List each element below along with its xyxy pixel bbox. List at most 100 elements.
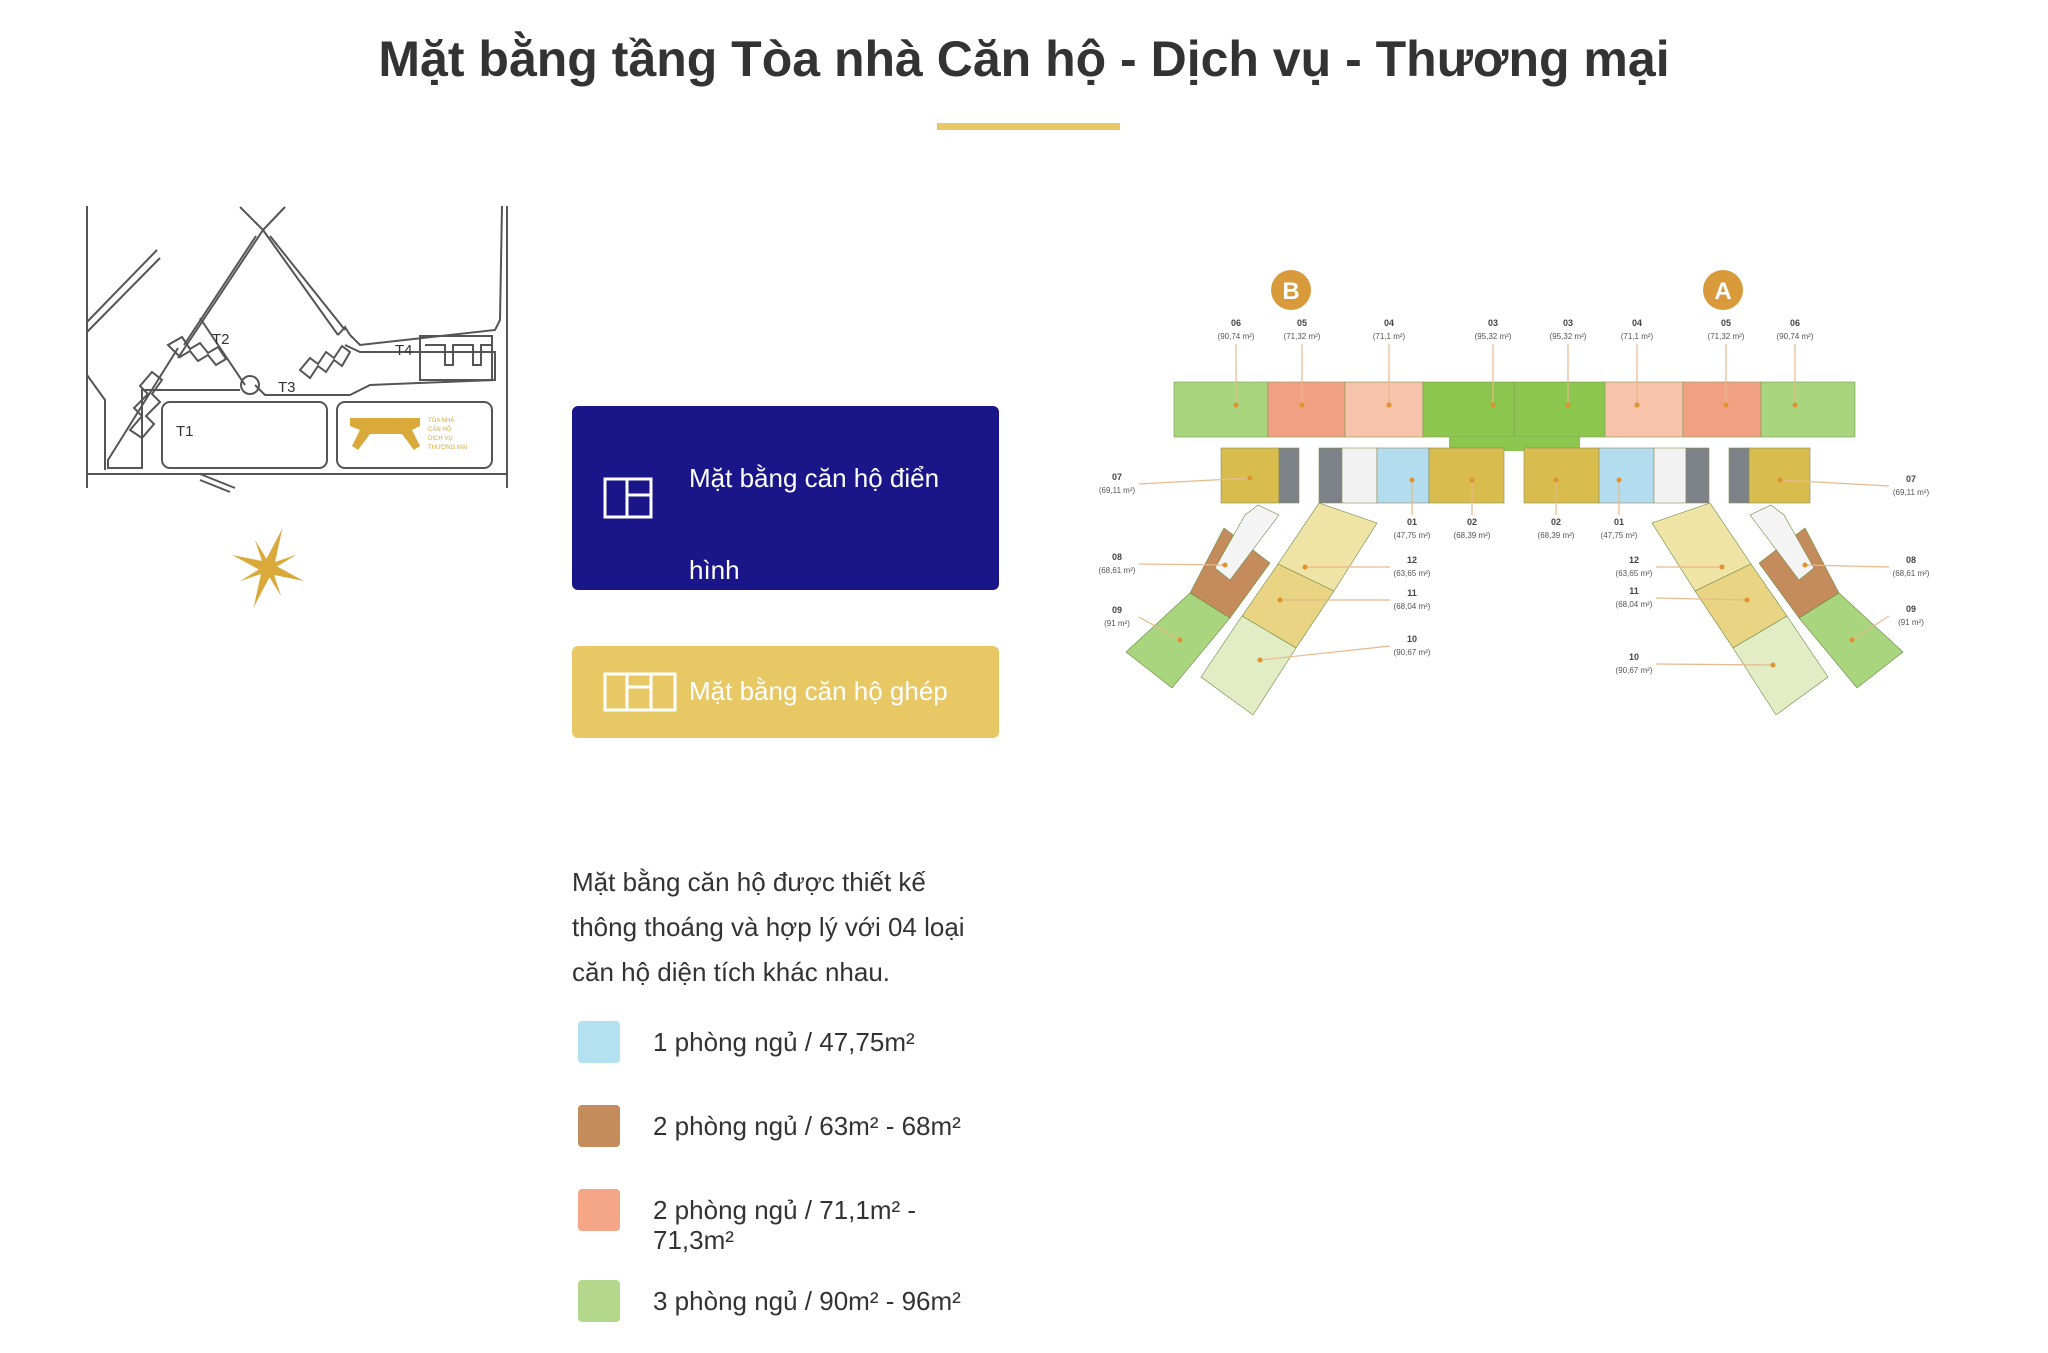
legend-label: 1 phòng ngủ / 47,75m² — [653, 1027, 915, 1057]
typical-apartment-plan-label: Mặt bằng căn hộ điển hình — [689, 463, 940, 585]
apartment-unit — [1732, 615, 1829, 716]
apartment-unit — [1598, 447, 1655, 504]
unit-number: 03 — [1488, 318, 1498, 328]
page-title: Mặt bằng tầng Tòa nhà Căn hộ - Dịch vụ -… — [378, 31, 1670, 87]
unit-number: 11 — [1407, 588, 1417, 598]
wing-label: B — [1282, 278, 1299, 305]
unit-number: 09 — [1906, 604, 1916, 614]
leader-line — [1851, 615, 1890, 641]
apartment-unit — [1651, 502, 1752, 592]
unit-marker — [1770, 662, 1776, 668]
unit-number: 06 — [1231, 318, 1241, 328]
unit-area: (68,04 m²) — [1616, 600, 1653, 609]
highlight-label-line: THƯƠNG MẠI — [428, 445, 468, 451]
unit-marker — [1247, 475, 1253, 481]
unit-marker — [1616, 477, 1622, 483]
unit-number: 10 — [1629, 652, 1639, 662]
unit-number: 08 — [1906, 555, 1916, 565]
description-text: Mặt bằng căn hộ được thiết kế thông thoá… — [572, 867, 965, 987]
apartment-unit — [1728, 447, 1750, 504]
unit-number: 11 — [1629, 586, 1639, 596]
legend-swatch — [578, 1021, 620, 1063]
unit-area: (71,32 m²) — [1284, 332, 1321, 341]
unit-area: (47,75 m²) — [1394, 531, 1431, 540]
unit-number: 12 — [1407, 555, 1417, 565]
combined-apartment-plan-button[interactable]: Mặt bằng căn hộ ghép — [572, 646, 999, 738]
apartment-unit — [1318, 447, 1343, 504]
apartment-unit — [1344, 381, 1424, 438]
apartment-unit — [1428, 447, 1505, 504]
apartment-unit — [1125, 592, 1231, 689]
stair-core — [1214, 504, 1280, 581]
unit-marker — [1222, 562, 1228, 568]
unit-marker — [1553, 477, 1559, 483]
leader-line — [1779, 479, 1890, 487]
unit-area: (69,11 m²) — [1893, 488, 1930, 497]
unit-area: (71,1 m²) — [1621, 332, 1654, 341]
unit-number: 03 — [1563, 318, 1573, 328]
apartment-unit — [1694, 563, 1788, 649]
apartment-unit — [1758, 527, 1840, 619]
legend-swatch — [578, 1280, 620, 1322]
unit-marker — [1302, 564, 1308, 570]
unit-area: (91 m²) — [1104, 619, 1130, 628]
apartment-unit — [1376, 447, 1430, 504]
apartment-unit — [1604, 381, 1684, 438]
leader-line — [1138, 477, 1251, 485]
leader-line — [1138, 563, 1226, 566]
apartment-unit — [1277, 502, 1378, 592]
unit-number: 08 — [1112, 552, 1122, 562]
unit-number: 10 — [1407, 634, 1417, 644]
apartment-unit — [1267, 381, 1346, 438]
left-wing — [1125, 502, 1378, 716]
stair-core — [1749, 504, 1815, 581]
unit-area: (68,04 m²) — [1394, 602, 1431, 611]
apartment-unit — [1241, 563, 1335, 649]
unit-marker — [1744, 597, 1750, 603]
unit-area: (90,67 m²) — [1394, 648, 1431, 657]
legend-label: 3 phòng ngủ / 90m² - 96m² — [653, 1286, 961, 1316]
unit-marker — [1723, 402, 1729, 408]
leader-line — [1655, 597, 1748, 601]
unit-number: 02 — [1467, 517, 1477, 527]
apartment-unit — [1513, 381, 1606, 438]
legend-swatch — [578, 1105, 620, 1147]
unit-area: (68,61 m²) — [1893, 569, 1930, 578]
apartment-unit — [1422, 381, 1515, 438]
unit-marker — [1177, 637, 1183, 643]
unit-marker — [1719, 564, 1725, 570]
unit-marker — [1565, 402, 1571, 408]
apartment-unit — [1682, 381, 1762, 438]
apartment-unit — [1653, 447, 1687, 504]
unit-number: 04 — [1632, 318, 1642, 328]
apartment-unit — [1220, 447, 1280, 504]
unit-marker — [1299, 402, 1305, 408]
unit-number: 12 — [1629, 555, 1639, 565]
apartment-unit — [1798, 592, 1904, 689]
tower-label-t2: T2 — [212, 331, 230, 348]
unit-marker — [1233, 402, 1239, 408]
apartment-unit — [1278, 447, 1300, 504]
unit-marker — [1634, 402, 1640, 408]
unit-marker — [1409, 477, 1415, 483]
unit-area: (91 m²) — [1898, 618, 1924, 627]
unit-number: 01 — [1407, 517, 1417, 527]
legend-label: 2 phòng ngủ / 63m² - 68m² — [653, 1111, 961, 1141]
unit-area: (63,65 m²) — [1394, 569, 1431, 578]
typical-apartment-plan-button[interactable]: Mặt bằng căn hộ điển hình — [572, 406, 999, 590]
legend-swatch — [578, 1189, 620, 1231]
unit-area: (90,67 m²) — [1616, 666, 1653, 675]
wing-label: A — [1714, 278, 1731, 305]
apartment-unit — [1341, 447, 1378, 504]
apartment-unit — [1760, 381, 1856, 438]
unit-area: (68,39 m²) — [1454, 531, 1491, 540]
highlight-label-line: DỊCH VỤ — [428, 436, 453, 442]
unit-number: 09 — [1112, 605, 1122, 615]
unit-number: 07 — [1906, 474, 1916, 484]
leader-line — [1138, 616, 1181, 641]
unit-area: (68,39 m²) — [1538, 531, 1575, 540]
unit-marker — [1490, 402, 1496, 408]
legend-label: 2 phòng ngủ / 71,1m² - 71,3m² — [653, 1195, 917, 1255]
unit-area: (68,61 m²) — [1099, 566, 1136, 575]
unit-area: (95,32 m²) — [1550, 332, 1587, 341]
